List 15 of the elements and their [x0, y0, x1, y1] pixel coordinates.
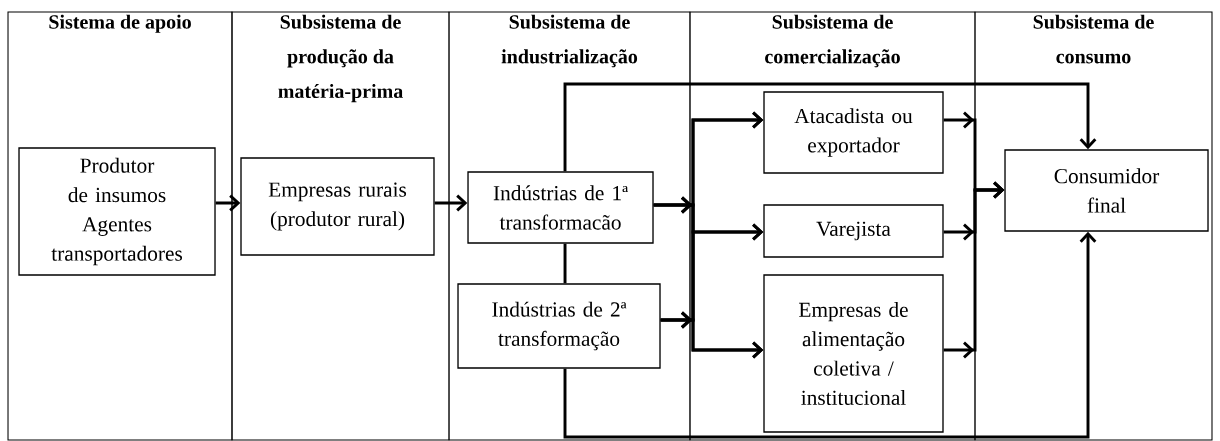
arrow: [943, 181, 1005, 359]
connector-line: [563, 243, 567, 284]
arrow: [563, 82, 1097, 172]
arrow: [563, 231, 1097, 439]
process-box: Varejista: [763, 204, 944, 258]
process-box: Empresas de alimentação coletiva / institucional: [763, 274, 944, 433]
process-box: Indústrias de 2ª transformação: [457, 283, 661, 369]
arrow: [660, 311, 764, 359]
arrow: [215, 194, 241, 212]
process-box: Indústrias de 1ª transformacão: [467, 171, 654, 244]
process-box: Atacadista ou exportador: [763, 91, 944, 174]
arrow: [434, 194, 468, 212]
process-box: Consumidor final: [1004, 149, 1209, 232]
process-box: Empresas rurais (produtor rural): [240, 157, 435, 256]
process-box: Produtor de insumos Agentes transportadores: [18, 147, 216, 276]
